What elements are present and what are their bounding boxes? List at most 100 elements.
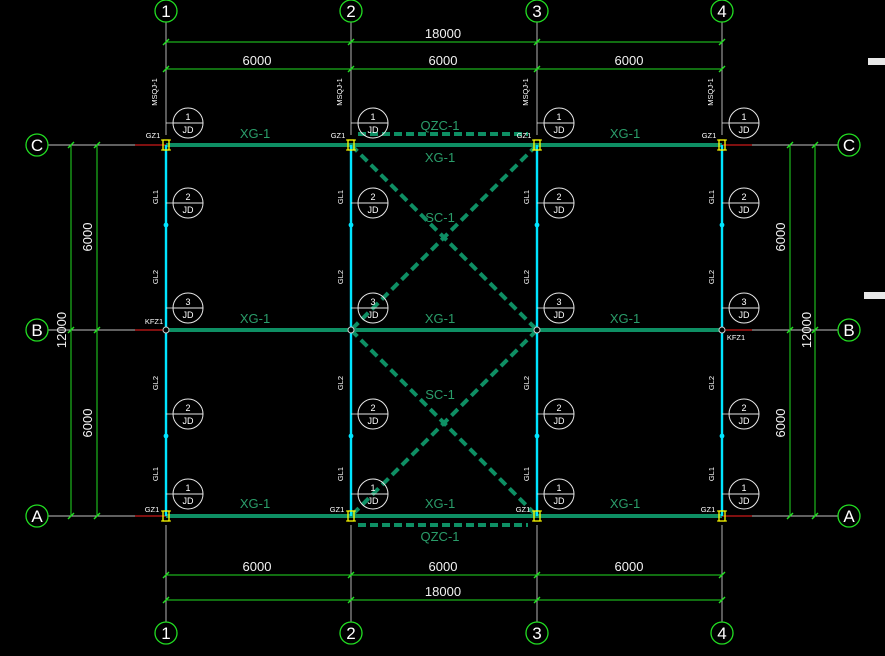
bubble-top-col-2: 2: [339, 0, 363, 23]
svg-text:2: 2: [346, 624, 355, 643]
bracing-lines: [349, 132, 539, 527]
label-beam-gl1-1a: GL1: [151, 467, 160, 481]
label-tie-c-34: XG-1: [610, 126, 640, 141]
detail-jd-3-1: JD: [554, 205, 566, 215]
detail-number-3-4: 1: [556, 483, 561, 493]
svg-text:C: C: [843, 136, 855, 155]
detail-number-1-0: 1: [185, 112, 190, 122]
detail-jd-1-2: JD: [183, 310, 195, 320]
label-col-gz-c4: GZ1: [702, 131, 717, 140]
detail-jd-4-0: JD: [739, 125, 751, 135]
detail-number-1-2: 3: [185, 297, 190, 307]
beam-splice-1-1: [163, 433, 169, 439]
label-tie-a-12: XG-1: [240, 496, 270, 511]
label-col-gz-c2: GZ1: [331, 131, 346, 140]
detail-number-4-3: 2: [741, 403, 746, 413]
beam-splice-2-1: [348, 433, 354, 439]
svg-text:B: B: [843, 321, 854, 340]
beam-splice-3-0: [534, 222, 540, 228]
dim-tick-col-3-3: [533, 596, 541, 604]
detail-number-4-4: 1: [741, 483, 746, 493]
svg-text:4: 4: [717, 624, 726, 643]
label-brace-top: SC-1: [425, 210, 455, 225]
dim-bottom-total: 18000: [425, 584, 461, 599]
detail-jd-3-4: JD: [554, 496, 566, 506]
label-col-kfz-b4: KFZ1: [727, 333, 745, 342]
label-tie-c-12: XG-1: [240, 126, 270, 141]
detail-number-1-3: 2: [185, 403, 190, 413]
label-col-gz-c1: GZ1: [146, 131, 161, 140]
label-beam-gl2-4a: GL2: [707, 376, 716, 390]
dim-left-span-2: 6000: [80, 409, 95, 438]
dim-tick-row-0-1: [93, 141, 101, 149]
label-column-brace-top: QZC-1: [421, 118, 460, 133]
label-tie-b-34: XG-1: [610, 311, 640, 326]
label-col-gz-a4: GZ1: [701, 505, 716, 514]
dim-tick-col-2-3: [347, 596, 355, 604]
label-beam-gl1-2c: GL1: [336, 190, 345, 204]
label-tie-a-34: XG-1: [610, 496, 640, 511]
label-tie-b-12: XG-1: [240, 311, 270, 326]
detail-jd-4-4: JD: [739, 496, 751, 506]
detail-jd-2-3: JD: [368, 416, 380, 426]
dim-left-span-1: 6000: [80, 223, 95, 252]
dim-bottom-span-2: 6000: [429, 559, 458, 574]
dim-tick-col-4-2: [718, 571, 726, 579]
label-beam-gl1-3c: GL1: [522, 190, 531, 204]
detail-jd-1-4: JD: [183, 496, 195, 506]
label-beam-gl1-2a: GL1: [336, 467, 345, 481]
svg-text:A: A: [843, 507, 855, 526]
svg-text:A: A: [31, 507, 43, 526]
detail-number-3-3: 2: [556, 403, 561, 413]
label-col-gz-a2: GZ1: [330, 505, 345, 514]
detail-number-2-4: 1: [370, 483, 375, 493]
label-beam-gl1-3a: GL1: [522, 467, 531, 481]
detail-number-2-2: 3: [370, 297, 375, 307]
detail-jd-1-0: JD: [183, 125, 195, 135]
label-col-gz-c3: GZ1: [517, 131, 532, 140]
dim-tick-col-3-2: [533, 571, 541, 579]
dim-bottom-span-1: 6000: [243, 559, 272, 574]
dim-tick-col-3-1: [533, 65, 541, 73]
dim-tick-row-2-2: [786, 512, 794, 520]
dim-right-span-2: 6000: [773, 409, 788, 438]
brace-sc1-top-b: [349, 143, 539, 332]
bubble-left-row-a: A: [25, 504, 49, 528]
detail-jd-2-4: JD: [368, 496, 380, 506]
dim-tick-col-2-2: [347, 571, 355, 579]
label-beam-gl2-1c: GL2: [151, 270, 160, 284]
label-col-gz-a3: GZ1: [516, 505, 531, 514]
label-beam-gl2-3c: GL2: [522, 270, 531, 284]
brace-sc1-bottom-b: [349, 328, 539, 518]
svg-text:1: 1: [161, 624, 170, 643]
label-tie-a-23: XG-1: [425, 496, 455, 511]
bubble-top-col-4: 4: [710, 0, 734, 23]
svg-text:3: 3: [532, 2, 541, 21]
bubble-bottom-col-1: 1: [154, 621, 178, 645]
detail-number-4-1: 2: [741, 192, 746, 202]
bubble-bottom-col-4: 4: [710, 621, 734, 645]
label-anchor-1: MSQJ-1: [150, 78, 159, 106]
offpage-note-1: [868, 58, 885, 65]
dim-tick-col-1-2: [162, 571, 170, 579]
column-kfz-2: [347, 326, 355, 334]
dim-left-total: 12000: [54, 312, 69, 348]
detail-jd-1-3: JD: [183, 416, 195, 426]
beam-splice-3-1: [534, 433, 540, 439]
dim-tick-row-2-3: [811, 512, 819, 520]
dim-bottom-span-3: 6000: [615, 559, 644, 574]
dim-tick-col-1-0: [162, 38, 170, 46]
detail-number-3-2: 3: [556, 297, 561, 307]
detail-jd-4-2: JD: [739, 310, 751, 320]
detail-number-4-2: 3: [741, 297, 746, 307]
svg-text:1: 1: [161, 2, 170, 21]
dim-tick-col-4-0: [718, 38, 726, 46]
label-anchor-4: MSQJ-1: [706, 78, 715, 106]
columns: [161, 139, 727, 522]
column-kfz-1: [162, 326, 170, 334]
svg-text:B: B: [31, 321, 42, 340]
dim-top-span-3: 6000: [615, 53, 644, 68]
label-beam-gl2-3a: GL2: [522, 376, 531, 390]
detail-jd-4-1: JD: [739, 205, 751, 215]
dim-right-total: 12000: [799, 312, 814, 348]
